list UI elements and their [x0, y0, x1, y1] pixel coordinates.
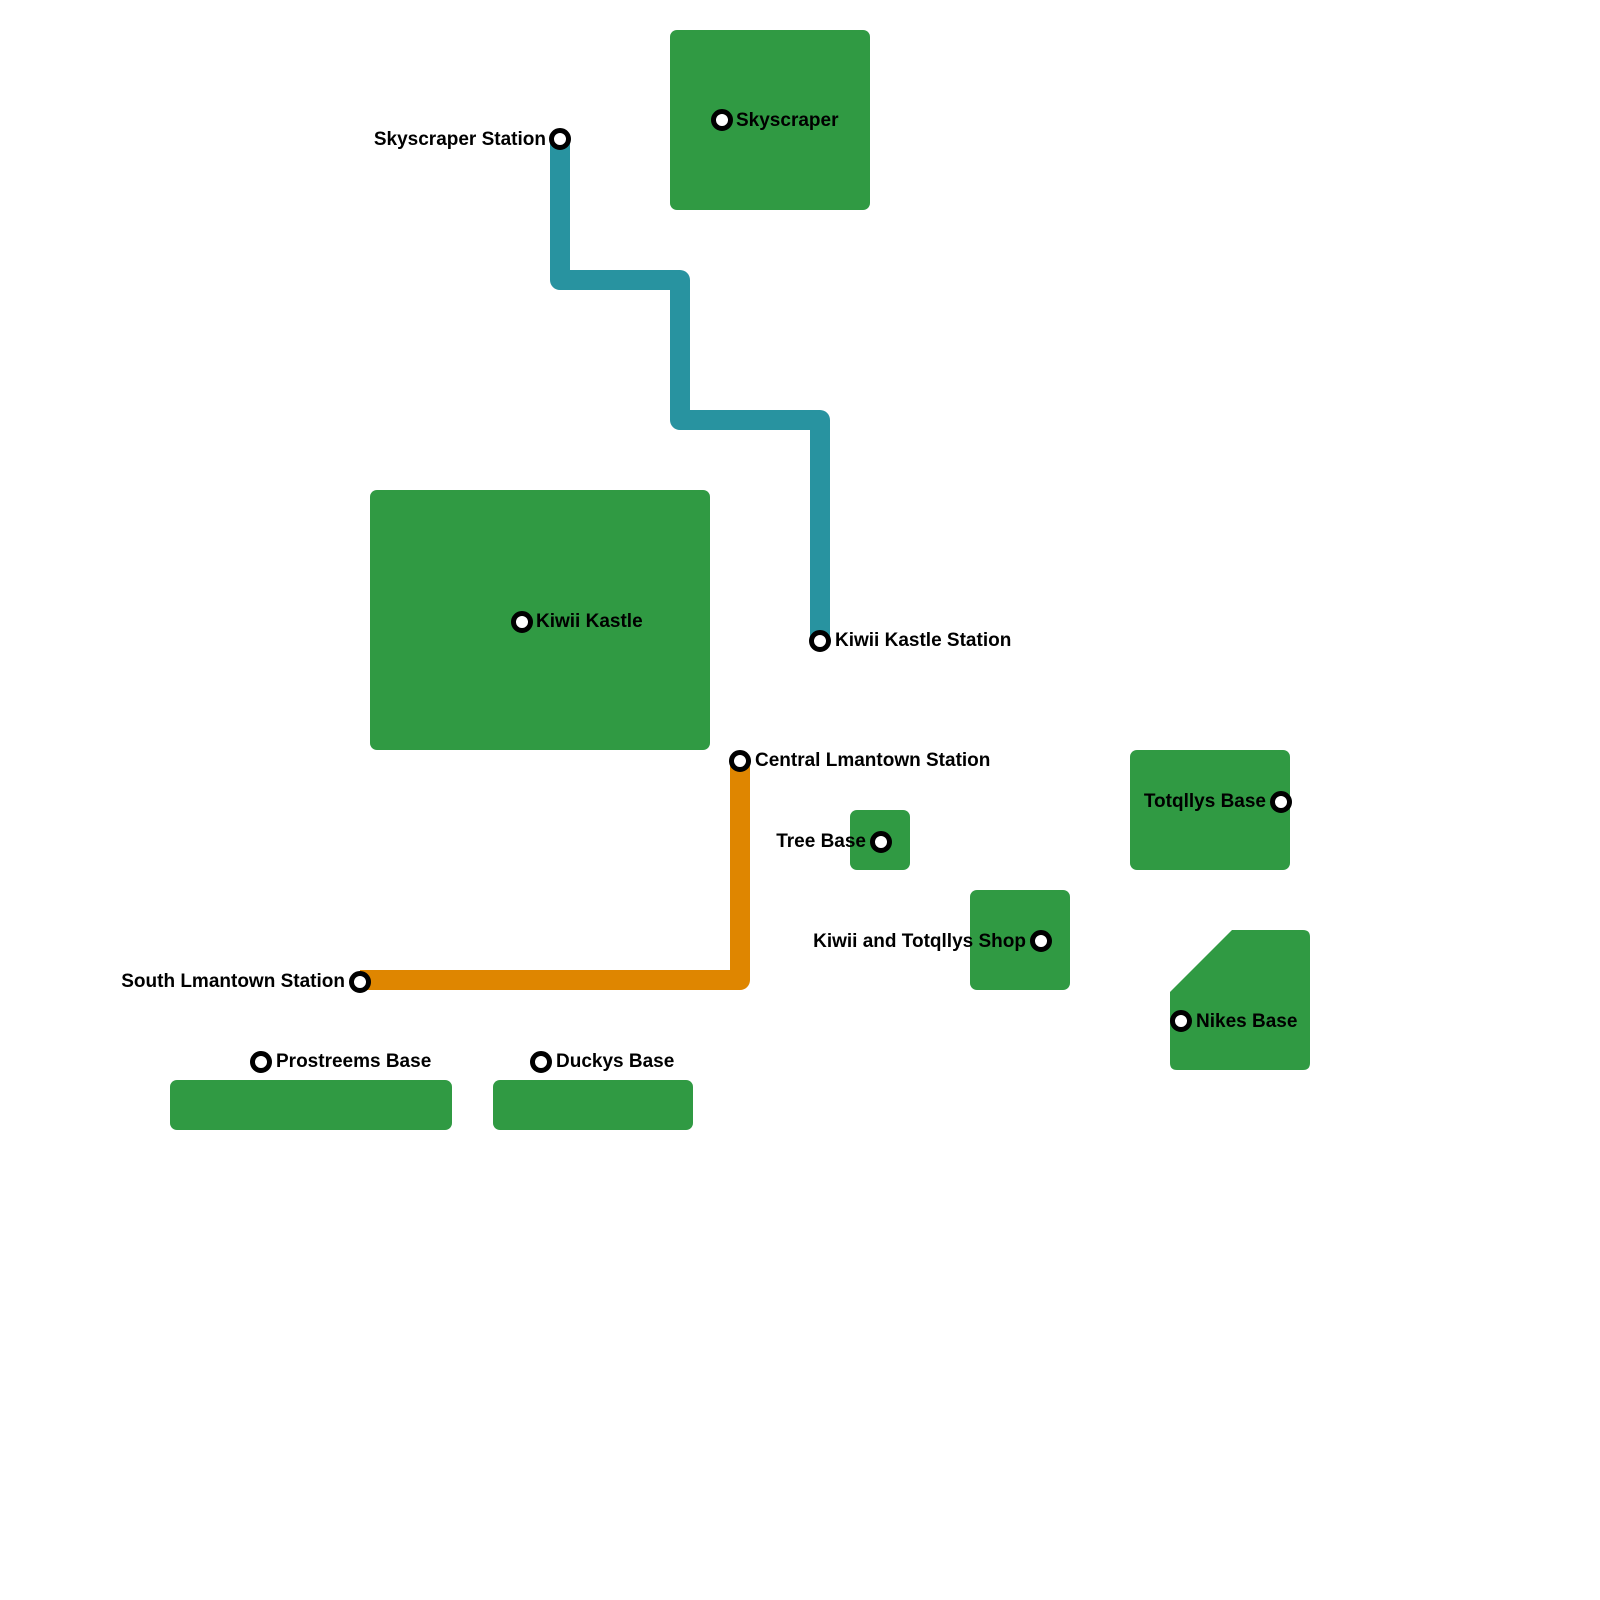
- totqllys-base-label: Totqllys Base: [1144, 791, 1266, 812]
- totqllys-base-marker[interactable]: [1270, 791, 1292, 813]
- tree-base-marker[interactable]: [870, 831, 892, 853]
- duckys-base-marker[interactable]: [530, 1051, 552, 1073]
- kiwii-kastle-station-marker[interactable]: [809, 630, 831, 652]
- orange-line[interactable]: [360, 760, 750, 990]
- prostreems-base-label: Prostreems Base: [276, 1051, 431, 1072]
- kiwii-totqllys-shop-area: [970, 890, 1070, 990]
- kiwii-kastle-label: Kiwii Kastle: [536, 611, 643, 632]
- tree-base-label: Tree Base: [776, 831, 866, 852]
- stations: [250, 109, 1292, 1073]
- kiwii-totqllys-shop-label: Kiwii and Totqllys Shop: [813, 931, 1026, 952]
- prostreems-base-marker[interactable]: [250, 1051, 272, 1073]
- nikes-base-marker[interactable]: [1170, 1010, 1192, 1032]
- skyscraper-station-label: Skyscraper Station: [374, 129, 546, 150]
- prostreems-base-area: [170, 1080, 452, 1130]
- areas: [170, 30, 1310, 1130]
- duckys-base-area: [493, 1080, 693, 1130]
- central-lmantown-station-label: Central Lmantown Station: [755, 750, 990, 771]
- teal-line[interactable]: [550, 139, 830, 640]
- kiwii-totqllys-shop-marker[interactable]: [1030, 930, 1052, 952]
- duckys-base-label: Duckys Base: [556, 1051, 674, 1072]
- kiwii-kastle-station-label: Kiwii Kastle Station: [835, 630, 1011, 651]
- kiwii-kastle-area: [370, 490, 710, 750]
- south-lmantown-station-marker[interactable]: [349, 971, 371, 993]
- nikes-base-area: [1170, 930, 1310, 1070]
- skyscraper-marker[interactable]: [711, 109, 733, 131]
- totqllys-base-area: [1130, 750, 1290, 870]
- south-lmantown-station-label: South Lmantown Station: [121, 971, 345, 992]
- labels: Skyscraper Station Skyscraper Kiwii Kast…: [121, 110, 1297, 1072]
- skyscraper-label: Skyscraper: [736, 110, 839, 131]
- central-lmantown-station-marker[interactable]: [729, 750, 751, 772]
- skyscraper-area: [670, 30, 870, 210]
- kiwii-kastle-marker[interactable]: [511, 611, 533, 633]
- skyscraper-station-marker[interactable]: [549, 128, 571, 150]
- nikes-base-label: Nikes Base: [1196, 1011, 1297, 1032]
